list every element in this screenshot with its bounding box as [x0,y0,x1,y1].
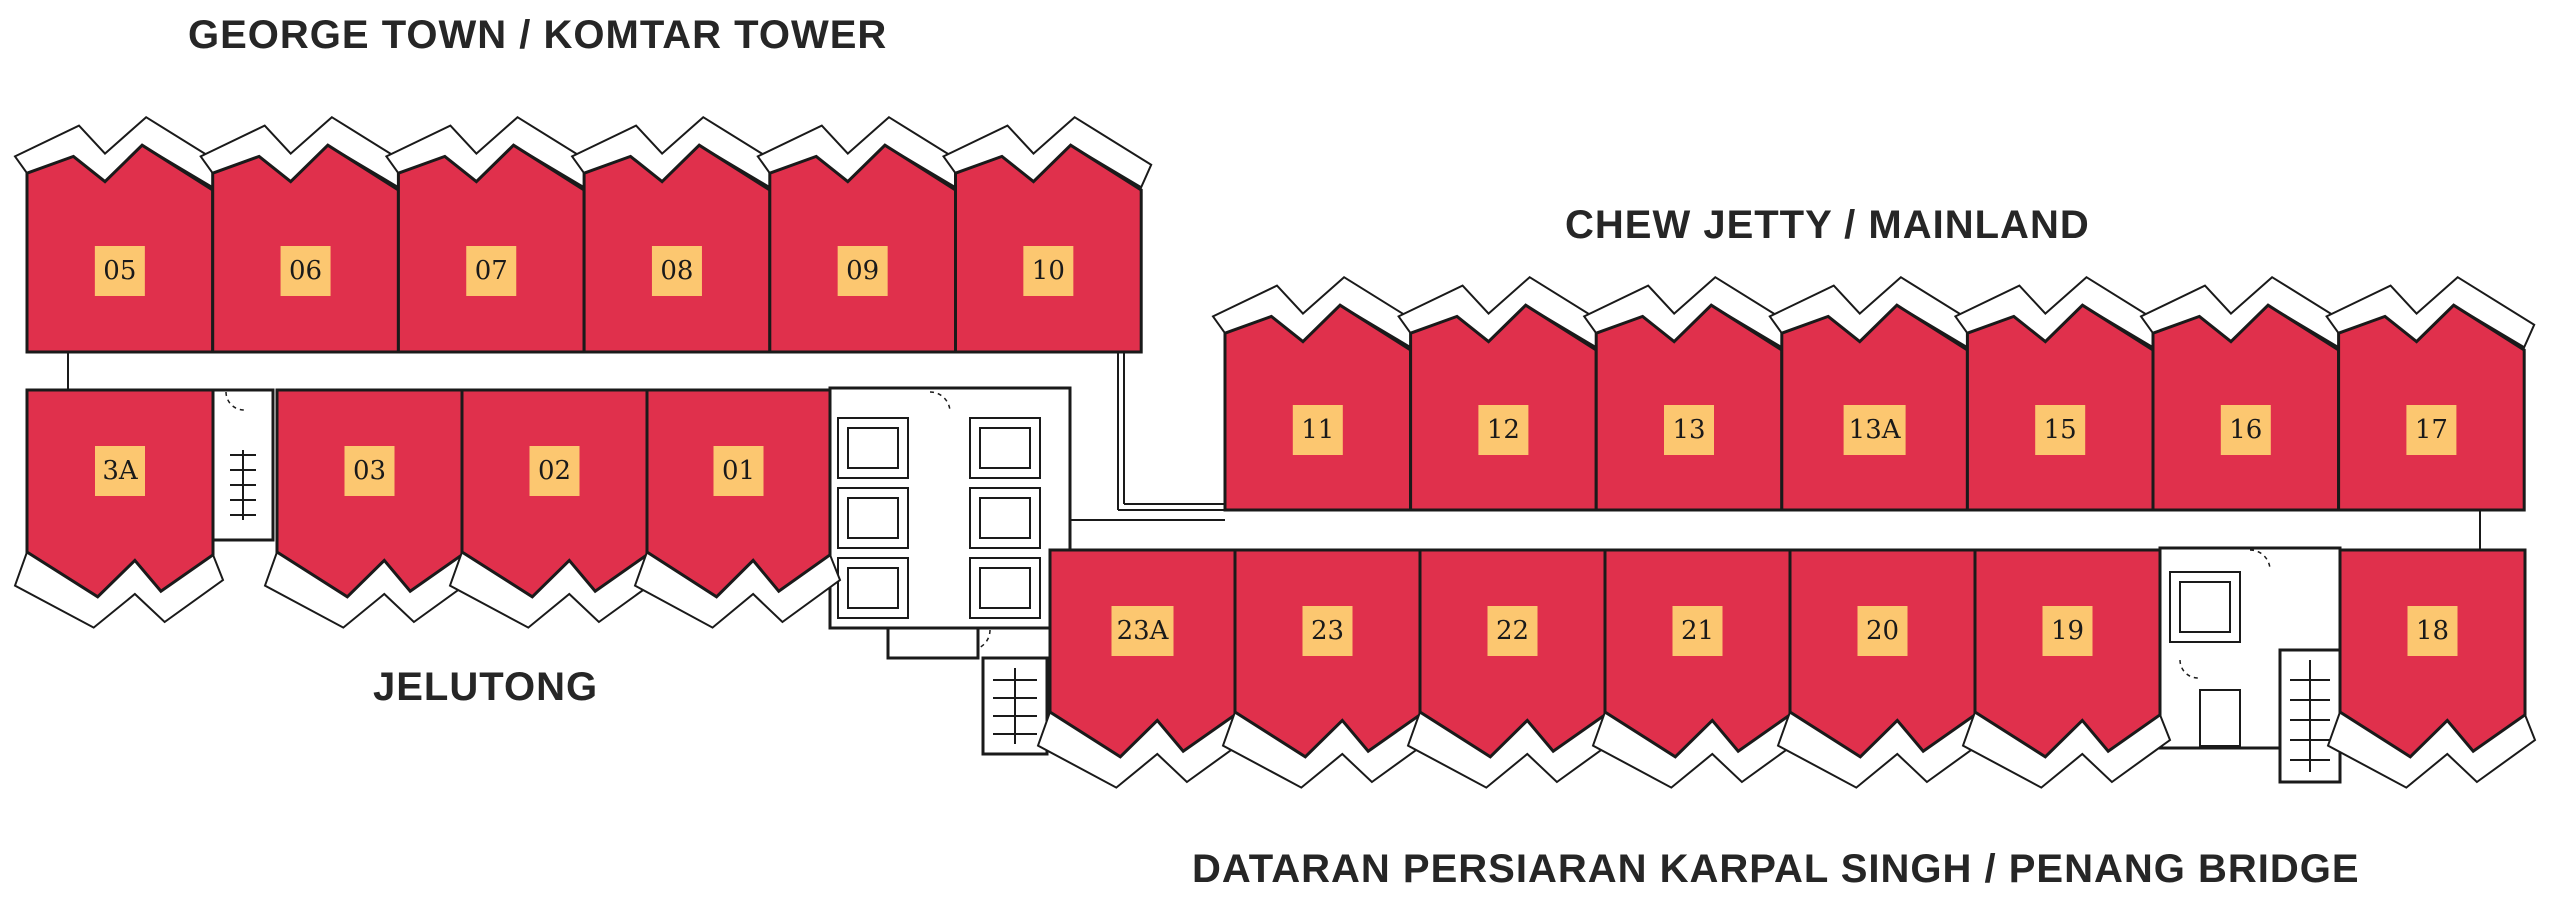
unit-number: 11 [1301,415,1334,445]
unit-number-tag [2406,405,2457,455]
unit-number-tag [2035,405,2086,455]
unit-number: 10 [1032,256,1065,286]
unit-number: 3A [102,456,139,486]
unit-number: 02 [538,456,571,486]
unit-number: 21 [1681,616,1714,646]
unit-number: 03 [353,456,386,486]
unit-number-tag [2220,405,2271,455]
lift-lobby-right [2158,546,2342,784]
unit-number-tag [651,246,702,296]
unit-number-tag [1487,606,1538,656]
unit-number: 23A [1117,616,1170,646]
unit-number-tag [1672,606,1723,656]
direction-label-george-town: GEORGE TOWN / KOMTAR TOWER [188,13,887,57]
unit-number: 17 [2415,415,2448,445]
unit-number-tag [1478,405,1529,455]
unit-number: 23 [1311,616,1344,646]
unit-number-tag [280,246,331,296]
corridor-left [67,352,1225,511]
unit-number: 07 [475,256,508,286]
unit-number-tag [466,246,517,296]
lift-lobby-central [828,386,1072,756]
unit-number-tag [1843,405,1906,455]
corridor-right [1049,510,2481,550]
unit-number: 15 [2044,415,2077,445]
unit-07[interactable]: 07 [384,115,596,354]
unit-number: 18 [2416,616,2449,646]
unit-06[interactable]: 06 [199,115,410,354]
unit-number-tag [529,446,580,496]
unit-number-tag [1664,405,1714,455]
unit-23a[interactable]: 23A [1036,548,1247,789]
unit-16[interactable]: 16 [2139,275,2350,512]
unit-number-tag [713,446,764,496]
unit-17[interactable]: 17 [2325,275,2536,512]
unit-number: 16 [2229,415,2262,445]
unit-number-tag [2042,606,2093,656]
unit-09[interactable]: 09 [756,115,967,354]
unit-15[interactable]: 15 [1953,275,2165,512]
unit-number: 20 [1866,616,1899,646]
unit-number: 13A [1849,415,1902,445]
unit-01[interactable]: 01 [633,388,842,629]
unit-10[interactable]: 10 [941,115,1153,354]
unit-22[interactable]: 22 [1406,548,1617,789]
unit-number: 01 [722,456,755,486]
unit-13[interactable]: 13 [1582,275,1794,512]
unit-number-tag [94,246,145,296]
unit-number-tag [344,446,395,496]
unit-08[interactable]: 08 [570,115,782,354]
unit-number-tag [1111,606,1174,656]
unit-number-tag [95,446,145,496]
unit-number: 05 [103,256,136,286]
unit-number: 12 [1487,415,1520,445]
unit-20[interactable]: 20 [1776,548,1987,789]
unit-02[interactable]: 02 [448,388,659,629]
direction-label-jelutong: JELUTONG [373,665,598,709]
unit-number-tag [1023,246,1074,296]
unit-11[interactable]: 11 [1211,275,1422,512]
unit-number: 13 [1672,415,1705,445]
unit-19[interactable]: 19 [1961,548,2172,789]
unit-number: 08 [660,256,693,286]
direction-label-chew-jetty: CHEW JETTY / MAINLAND [1565,203,2090,247]
unit-number-tag [2407,606,2458,656]
unit-number: 06 [289,256,322,286]
unit-23[interactable]: 23 [1221,548,1432,789]
unit-21[interactable]: 21 [1591,548,1802,789]
unit-number-tag [1857,606,1908,656]
unit-05[interactable]: 05 [13,115,224,354]
unit-number: 09 [846,256,879,286]
stair-core-left [211,388,275,542]
unit-03[interactable]: 03 [263,388,474,629]
unit-18[interactable]: 18 [2326,548,2537,789]
unit-number-tag [1302,606,1353,656]
unit-13a[interactable]: 13A [1768,275,1979,512]
unit-number-tag [837,246,888,296]
unit-3a[interactable]: 3A [13,388,225,629]
unit-number: 22 [1496,616,1529,646]
unit-number: 19 [2051,616,2084,646]
unit-12[interactable]: 12 [1397,275,1608,512]
direction-label-penang-bridge: DATARAN PERSIARAN KARPAL SINGH / PENANG … [1192,847,2360,891]
unit-number-tag [1292,405,1343,455]
units-layer: 05 06 07 08 09 10 3A 03 02 01 11 12 13 13A 15 16 17 23A 23… [13,115,2537,789]
